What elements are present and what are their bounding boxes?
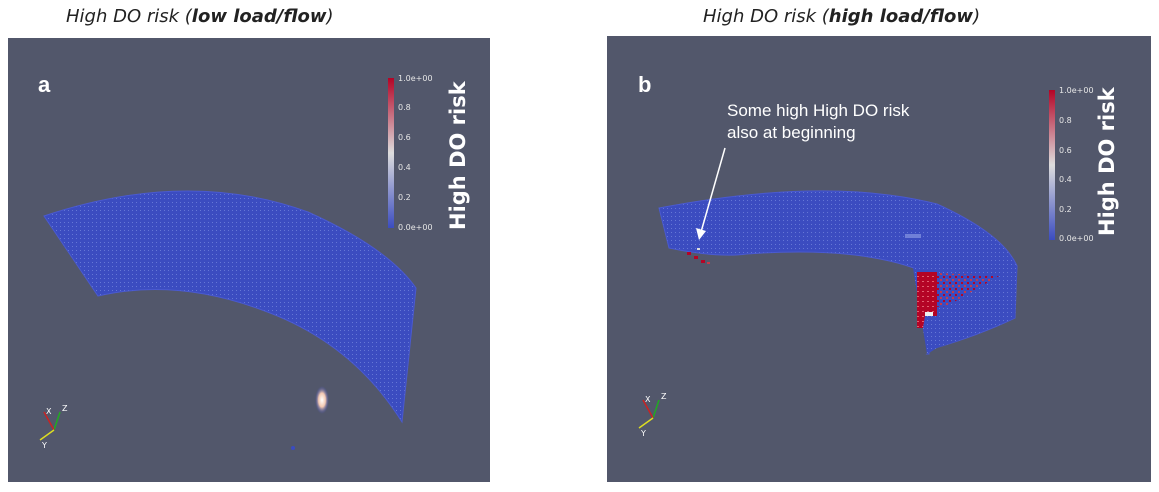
- axes-triad-a: Z X Y: [39, 404, 68, 450]
- colorbar-b-tick-0: 1.0e+00: [1059, 86, 1094, 95]
- svg-text:X: X: [46, 407, 52, 416]
- annotation-text-b: Some high High DO risk also at beginning: [727, 101, 910, 142]
- panel-letter-a: a: [38, 72, 51, 97]
- beginning-risk-spots-b: [687, 248, 710, 264]
- colorbar-a-tick-2: 0.6: [398, 133, 411, 142]
- colorbar-a-tick-5: 0.0e+00: [398, 223, 433, 232]
- colorbar-a-title: High DO risk: [446, 81, 470, 230]
- colorbar-a: [388, 78, 394, 228]
- annotation-arrow-b: [696, 147, 726, 240]
- svg-text:Z: Z: [661, 392, 667, 401]
- svg-text:Y: Y: [640, 429, 646, 438]
- colorbar-a-tick-3: 0.4: [398, 163, 411, 172]
- panel-b-title: High DO risk (high load/flow): [703, 6, 981, 27]
- channel-mesh-a: [43, 190, 417, 424]
- colorbar-a-tick-4: 0.2: [398, 193, 411, 202]
- colorbar-b-title: High DO risk: [1095, 87, 1119, 236]
- panel-b-title-bold: high load/flow: [828, 6, 974, 27]
- panel-letter-b: b: [638, 72, 652, 97]
- axes-triad-b: Z X Y: [638, 392, 667, 438]
- panel-a-title: High DO risk (low load/flow): [66, 6, 334, 27]
- colorbar-a-tick-0: 1.0e+00: [398, 74, 433, 83]
- svg-text:Z: Z: [62, 404, 68, 413]
- hotspot-a: [315, 386, 329, 414]
- colorbar-b-tick-2: 0.6: [1059, 146, 1072, 155]
- mesh-render-a: Z X Y: [39, 78, 417, 450]
- mesh-render-b: Z X Y: [638, 90, 1055, 438]
- colorbar-b: [1049, 90, 1055, 240]
- colorbar-b-tick-4: 0.2: [1059, 205, 1072, 214]
- colorbar-a-tick-1: 0.8: [398, 103, 411, 112]
- high-risk-zone-b: [917, 272, 999, 326]
- svg-text:Y: Y: [41, 441, 47, 450]
- panel-a-title-bold: low load/flow: [191, 6, 327, 27]
- colorbar-b-tick-1: 0.8: [1059, 116, 1072, 125]
- colorbar-b-tick-5: 0.0e+00: [1059, 234, 1094, 243]
- render-viewport-b[interactable]: Z X Y b Some high High DO risk also at b…: [607, 36, 1151, 482]
- render-viewport-a[interactable]: Z X Y a 1.0e+00 0.8 0.6 0.4 0.2 0.0e+00 …: [8, 38, 490, 482]
- svg-text:X: X: [645, 395, 651, 404]
- colorbar-b-tick-3: 0.4: [1059, 175, 1072, 184]
